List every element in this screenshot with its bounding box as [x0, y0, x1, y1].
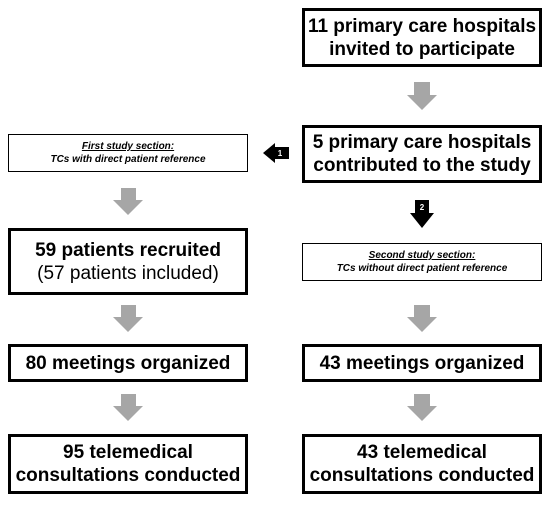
- arrow-label-1: 1: [278, 149, 283, 158]
- contributed-line1: 5 primary care hospitals: [312, 132, 532, 153]
- second-section-title: Second study section:: [368, 250, 476, 261]
- grey-arrow-down-icon: [407, 305, 437, 332]
- second-study-section-box: Second study section: TCs without direct…: [302, 243, 542, 281]
- grey-arrow-down-icon: [407, 82, 437, 110]
- grey-arrow-down-icon: [113, 394, 143, 421]
- first-section-title: First study section:: [81, 141, 175, 152]
- consult-right-line2: consultations conducted: [309, 465, 535, 486]
- black-arrow-down-icon: [410, 200, 434, 228]
- consultations-left-box: 95 telemedical consultations conducted: [8, 434, 248, 494]
- first-section-subtitle: TCs with direct patient reference: [50, 154, 206, 165]
- consultations-right-box: 43 telemedical consultations conducted: [302, 434, 542, 494]
- contributed-hospitals-box: 5 primary care hospitals contributed to …: [302, 125, 542, 183]
- recruited-line2: (57 patients included): [37, 262, 219, 284]
- invited-hospitals-box: 11 primary care hospitals invited to par…: [302, 8, 542, 67]
- meetings-left-box: 80 meetings organized: [8, 344, 248, 382]
- grey-arrow-down-icon: [113, 305, 143, 332]
- consult-left-line1: 95 telemedical: [63, 442, 193, 463]
- grey-arrow-down-icon: [407, 394, 437, 421]
- meetings-right-text: 43 meetings organized: [319, 352, 525, 374]
- meetings-left-text: 80 meetings organized: [25, 352, 231, 374]
- first-study-section-box: First study section: TCs with direct pat…: [8, 134, 248, 172]
- invited-line2: invited to participate: [329, 38, 515, 60]
- arrow-label-2: 2: [420, 203, 425, 212]
- second-section-subtitle: TCs without direct patient reference: [336, 263, 508, 274]
- consult-left-line2: consultations conducted: [15, 465, 241, 486]
- patients-recruited-box: 59 patients recruited (57 patients inclu…: [8, 228, 248, 295]
- consult-right-line1: 43 telemedical: [357, 442, 487, 463]
- recruited-line1: 59 patients recruited: [35, 239, 221, 261]
- grey-arrow-down-icon: [113, 188, 143, 215]
- meetings-right-box: 43 meetings organized: [302, 344, 542, 382]
- contributed-line2: contributed to the study: [313, 155, 531, 176]
- invited-line1: 11 primary care hospitals: [307, 15, 537, 37]
- black-arrow-left-icon: [263, 143, 289, 163]
